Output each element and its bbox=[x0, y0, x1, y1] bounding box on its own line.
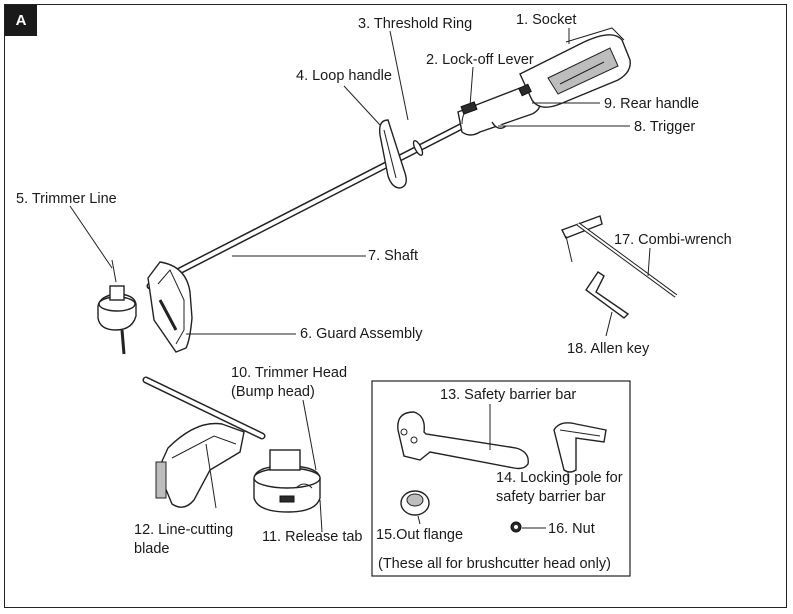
label-loop-handle: 4. Loop handle bbox=[296, 68, 392, 84]
battery-socket bbox=[518, 27, 631, 108]
label-allen-key: 18. Allen key bbox=[567, 341, 650, 357]
label-threshold-ring: 3. Threshold Ring bbox=[358, 16, 472, 32]
locking-pole-illustration bbox=[553, 422, 607, 480]
label-release-tab: 11. Release tab bbox=[262, 529, 363, 545]
trimmer-line bbox=[120, 329, 126, 355]
label-blade: blade bbox=[134, 541, 169, 557]
line-cutting-blade bbox=[155, 461, 167, 499]
label-line-cutting: 12. Line-cutting bbox=[134, 522, 233, 538]
trimmer-head bbox=[97, 259, 137, 355]
label-rear-handle: 9. Rear handle bbox=[604, 96, 699, 112]
release-tab bbox=[279, 495, 295, 503]
label-lock-off-lever: 2. Lock-off Lever bbox=[426, 52, 534, 68]
label-safety-barrier-bar: 13. Safety barrier bar bbox=[440, 387, 576, 403]
label-safety-barrier-bar-2: safety barrier bar bbox=[496, 489, 606, 505]
label-brushcutter-note: (These all for brushcutter head only) bbox=[378, 556, 611, 572]
label-locking-pole: 14. Locking pole for bbox=[496, 470, 623, 486]
bump-head bbox=[253, 449, 321, 513]
threshold-ring bbox=[412, 140, 424, 156]
label-socket: 1. Socket bbox=[516, 12, 576, 28]
label-bump-head: (Bump head) bbox=[231, 384, 315, 400]
loop-handle bbox=[378, 119, 407, 189]
label-combi-wrench: 17. Combi-wrench bbox=[614, 232, 732, 248]
label-out-flange: 15.Out flange bbox=[376, 527, 463, 543]
brushcutter-parts-box bbox=[371, 380, 631, 577]
out-flange-illustration bbox=[400, 490, 430, 525]
label-shaft: 7. Shaft bbox=[368, 248, 418, 264]
string-trimmer-illustration bbox=[97, 27, 631, 355]
bump-head-assembly-illustration bbox=[142, 376, 323, 533]
trigger bbox=[491, 121, 507, 129]
lock-off-lever bbox=[460, 101, 478, 115]
label-guard-assembly: 6. Guard Assembly bbox=[300, 326, 423, 342]
combi-wrench-illustration bbox=[561, 215, 678, 298]
line-cutting-guard bbox=[157, 422, 245, 508]
allen-key-illustration bbox=[585, 271, 630, 337]
label-trimmer-head: 10. Trimmer Head bbox=[231, 365, 347, 381]
label-trigger: 8. Trigger bbox=[634, 119, 695, 135]
figure-badge: A bbox=[5, 5, 37, 36]
guard-assembly bbox=[147, 261, 193, 353]
nut-illustration bbox=[510, 521, 546, 533]
safety-barrier-bar-illustration bbox=[397, 404, 529, 470]
label-trimmer-line: 5. Trimmer Line bbox=[16, 191, 117, 207]
label-nut: 16. Nut bbox=[548, 521, 595, 537]
figure-frame bbox=[4, 4, 787, 608]
